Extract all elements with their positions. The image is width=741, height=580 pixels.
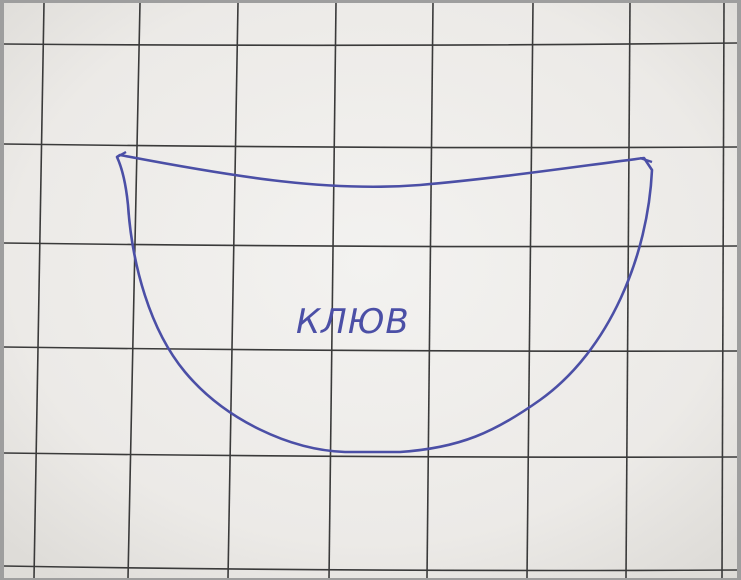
grid-hline (3, 143, 738, 149)
grid-vline (526, 2, 534, 579)
grid-hline (3, 452, 738, 458)
grid-hline (3, 42, 738, 47)
grid-hline (3, 242, 738, 248)
grid-vline (127, 2, 141, 579)
beak-outline (115, 153, 654, 454)
grid-hline (3, 565, 738, 572)
beak-label: КЛЮВ (296, 302, 410, 342)
corner-tick-right (639, 156, 653, 164)
corner-tick-left (116, 150, 127, 159)
grid-vline (625, 2, 631, 579)
grid-vline (426, 2, 434, 579)
paper-background (4, 3, 737, 578)
grid-vline (721, 2, 725, 579)
grid-vline (227, 2, 239, 579)
grid-vline (33, 2, 45, 579)
grid-hline (3, 346, 738, 352)
grid-vline (328, 2, 337, 579)
grid-lines (3, 2, 738, 579)
